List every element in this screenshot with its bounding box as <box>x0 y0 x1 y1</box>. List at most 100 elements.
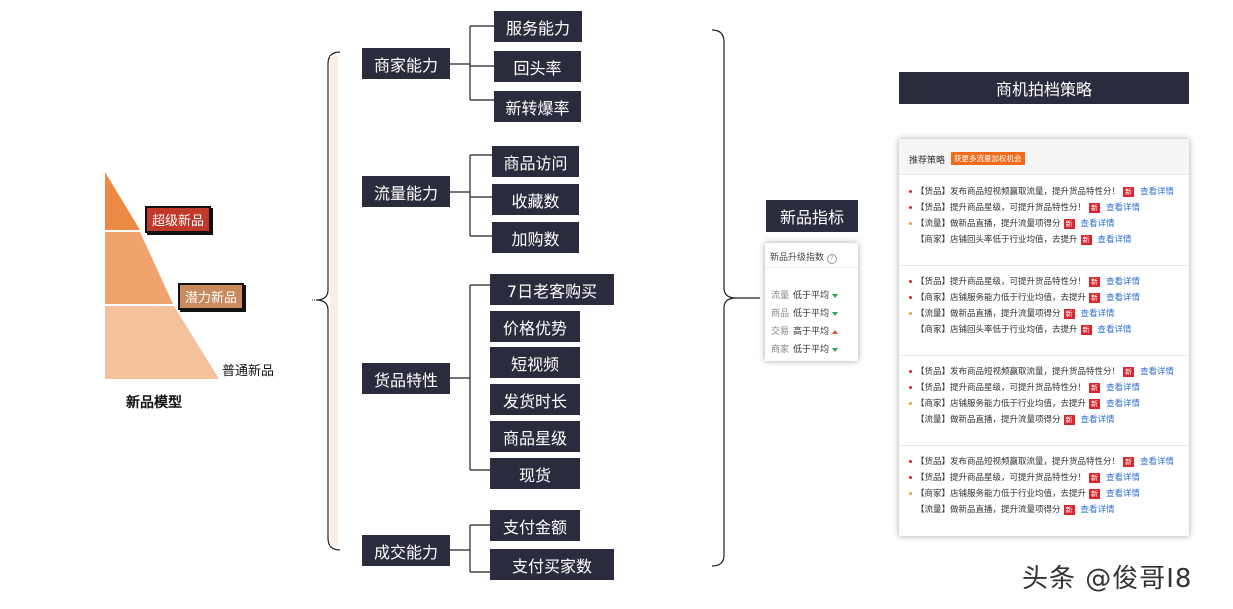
model-title: 新品模型 <box>126 395 182 411</box>
strategy-group: 【货品】发布商品短视频赢取流量，提升货品特性分！新查看详情【货品】提升商品星级，… <box>899 445 1189 535</box>
tree-connectors <box>312 25 760 573</box>
item-product-stars: 商品星级 <box>490 421 580 452</box>
view-details-link[interactable]: 查看详情 <box>1106 277 1141 287</box>
metric-row-product: 商品低于平均 <box>771 306 839 319</box>
pyramid-tier-top <box>105 172 140 230</box>
group-label-merchant: 商家能力 <box>362 48 450 79</box>
pyramid-graphic <box>105 172 219 379</box>
item-short-video: 短视频 <box>490 347 580 378</box>
group-label-goods: 货品特性 <box>362 363 450 394</box>
bullet-dot-icon <box>909 328 912 331</box>
view-details-link[interactable]: 查看详情 <box>1140 457 1175 467</box>
new-badge: 新 <box>1089 398 1101 409</box>
new-badge: 新 <box>1123 366 1135 377</box>
bullet-dot-icon <box>909 386 912 389</box>
view-details-link[interactable]: 查看详情 <box>1106 293 1141 303</box>
view-details-link[interactable]: 查看详情 <box>1080 505 1115 515</box>
metrics-header: 新品指标 <box>766 200 858 232</box>
tier-label-super: 超级新品 <box>145 206 212 233</box>
bullet-dot-icon <box>909 476 912 479</box>
pyramid-tier-bottom <box>105 306 219 379</box>
bullet-dot-icon <box>909 206 912 209</box>
tier-label-potential: 潜力新品 <box>178 283 245 310</box>
strategy-group: 【货品】发布商品短视频赢取流量，提升货品特性分！新查看详情【货品】提升商品星级，… <box>899 355 1189 446</box>
bullet-dot-icon <box>909 370 912 373</box>
view-details-link[interactable]: 查看详情 <box>1106 489 1141 499</box>
pyramid-tier-middle <box>105 232 173 304</box>
bullet-dot-icon <box>909 238 912 241</box>
new-badge: 新 <box>1063 414 1075 425</box>
strategy-item: 【货品】提升商品星级，可提升货品特性分！新查看详情 <box>909 201 1140 213</box>
trend-down-icon <box>832 347 839 352</box>
new-badge: 新 <box>1089 292 1101 303</box>
new-badge: 新 <box>1080 234 1092 245</box>
strategy-item-text: 【流量】做新品直播，提升流量项得分 <box>916 415 1061 425</box>
strategy-item: 【流量】做新品直播，提升流量项得分新查看详情 <box>909 503 1115 515</box>
metrics-panel-title: 新品升级指数 ? <box>770 250 837 264</box>
strategy-item-text: 【流量】做新品直播，提升流量项得分 <box>916 505 1061 515</box>
view-details-link[interactable]: 查看详情 <box>1140 367 1175 377</box>
help-icon[interactable]: ? <box>826 254 837 264</box>
metric-row-traffic: 流量低于平均 <box>771 288 839 301</box>
new-badge: 新 <box>1080 324 1092 335</box>
strategy-item: 【流量】做新品直播，提升流量项得分新查看详情 <box>909 307 1115 319</box>
strategy-item-text: 【流量】做新品直播，提升流量项得分 <box>916 219 1061 229</box>
strategy-panel-title: 推荐策略 <box>909 156 946 166</box>
tier-label-normal: 普通新品 <box>222 364 275 379</box>
new-badge: 新 <box>1089 488 1101 499</box>
strategy-group: 【货品】发布商品短视频赢取流量，提升货品特性分！新查看详情【货品】提升商品星级，… <box>899 175 1189 266</box>
strategy-tag: 获更多流量加权机会 <box>951 152 1025 165</box>
view-details-link[interactable]: 查看详情 <box>1140 187 1175 197</box>
trend-down-icon <box>832 311 839 316</box>
strategy-header: 商机拍档策略 <box>899 72 1189 104</box>
strategy-item: 【商家】店铺服务能力低于行业均值，去提升新查看详情 <box>909 397 1140 409</box>
strategy-item: 【货品】发布商品短视频赢取流量，提升货品特性分！新查看详情 <box>909 185 1174 197</box>
new-badge: 新 <box>1123 186 1135 197</box>
view-details-link[interactable]: 查看详情 <box>1080 219 1115 229</box>
strategy-panel: 推荐策略 获更多流量加权机会 【货品】发布商品短视频赢取流量，提升货品特性分！新… <box>899 139 1189 536</box>
new-badge: 新 <box>1123 456 1135 467</box>
view-details-link[interactable]: 查看详情 <box>1080 415 1115 425</box>
item-7day-returning: 7日老客购买 <box>490 274 614 305</box>
strategy-item-text: 【货品】提升商品星级，可提升货品特性分！ <box>916 473 1087 483</box>
view-details-link[interactable]: 查看详情 <box>1106 399 1141 409</box>
new-badge: 新 <box>1089 276 1101 287</box>
watermark: 头条 @俊哥I8 <box>1022 564 1193 594</box>
item-pay-amount: 支付金额 <box>490 510 580 541</box>
new-badge: 新 <box>1063 218 1075 229</box>
strategy-item: 【流量】做新品直播，提升流量项得分新查看详情 <box>909 413 1115 425</box>
strategy-item: 【商家】店铺回头率低于行业均值，去提升新查看详情 <box>909 233 1132 245</box>
strategy-item: 【货品】提升商品星级，可提升货品特性分！新查看详情 <box>909 471 1140 483</box>
strategy-item-text: 【商家】店铺服务能力低于行业均值，去提升 <box>916 399 1087 409</box>
strategy-item-text: 【商家】店铺回头率低于行业均值，去提升 <box>916 235 1078 245</box>
strategy-group: 【货品】提升商品星级，可提升货品特性分！新查看详情【商家】店铺服务能力低于行业均… <box>899 265 1189 356</box>
strategy-item: 【流量】做新品直播，提升流量项得分新查看详情 <box>909 217 1115 229</box>
item-pay-buyers: 支付买家数 <box>490 549 614 580</box>
metrics-panel: 新品升级指数 ? 流量低于平均 商品低于平均 交易高于平均 商家低于平均 <box>765 243 858 361</box>
view-details-link[interactable]: 查看详情 <box>1106 473 1141 483</box>
group-label-deal: 成交能力 <box>362 535 450 566</box>
new-badge: 新 <box>1089 382 1101 393</box>
strategy-item: 【货品】发布商品短视频赢取流量，提升货品特性分！新查看详情 <box>909 365 1174 377</box>
bullet-dot-icon <box>909 460 912 463</box>
strategy-item: 【货品】提升商品星级，可提升货品特性分！新查看详情 <box>909 381 1140 393</box>
view-details-link[interactable]: 查看详情 <box>1106 383 1141 393</box>
bullet-dot-icon <box>909 402 912 405</box>
strategy-item-text: 【货品】提升商品星级，可提升货品特性分！ <box>916 277 1087 287</box>
view-details-link[interactable]: 查看详情 <box>1097 235 1132 245</box>
view-details-link[interactable]: 查看详情 <box>1080 309 1115 319</box>
new-badge: 新 <box>1089 472 1101 483</box>
strategy-item: 【商家】店铺服务能力低于行业均值，去提升新查看详情 <box>909 291 1140 303</box>
item-product-visit: 商品访问 <box>492 146 579 177</box>
item-ship-time: 发货时长 <box>490 384 580 415</box>
strategy-item: 【商家】店铺回头率低于行业均值，去提升新查看详情 <box>909 323 1132 335</box>
new-badge: 新 <box>1089 202 1101 213</box>
view-details-link[interactable]: 查看详情 <box>1097 325 1132 335</box>
strategy-item: 【货品】发布商品短视频赢取流量，提升货品特性分！新查看详情 <box>909 455 1174 467</box>
metric-row-trade: 交易高于平均 <box>771 324 839 337</box>
strategy-item-text: 【商家】店铺服务能力低于行业均值，去提升 <box>916 489 1087 499</box>
new-badge: 新 <box>1063 308 1075 319</box>
view-details-link[interactable]: 查看详情 <box>1106 203 1141 213</box>
strategy-item-text: 【货品】发布商品短视频赢取流量，提升货品特性分！ <box>916 187 1121 197</box>
trend-up-icon <box>832 329 839 334</box>
